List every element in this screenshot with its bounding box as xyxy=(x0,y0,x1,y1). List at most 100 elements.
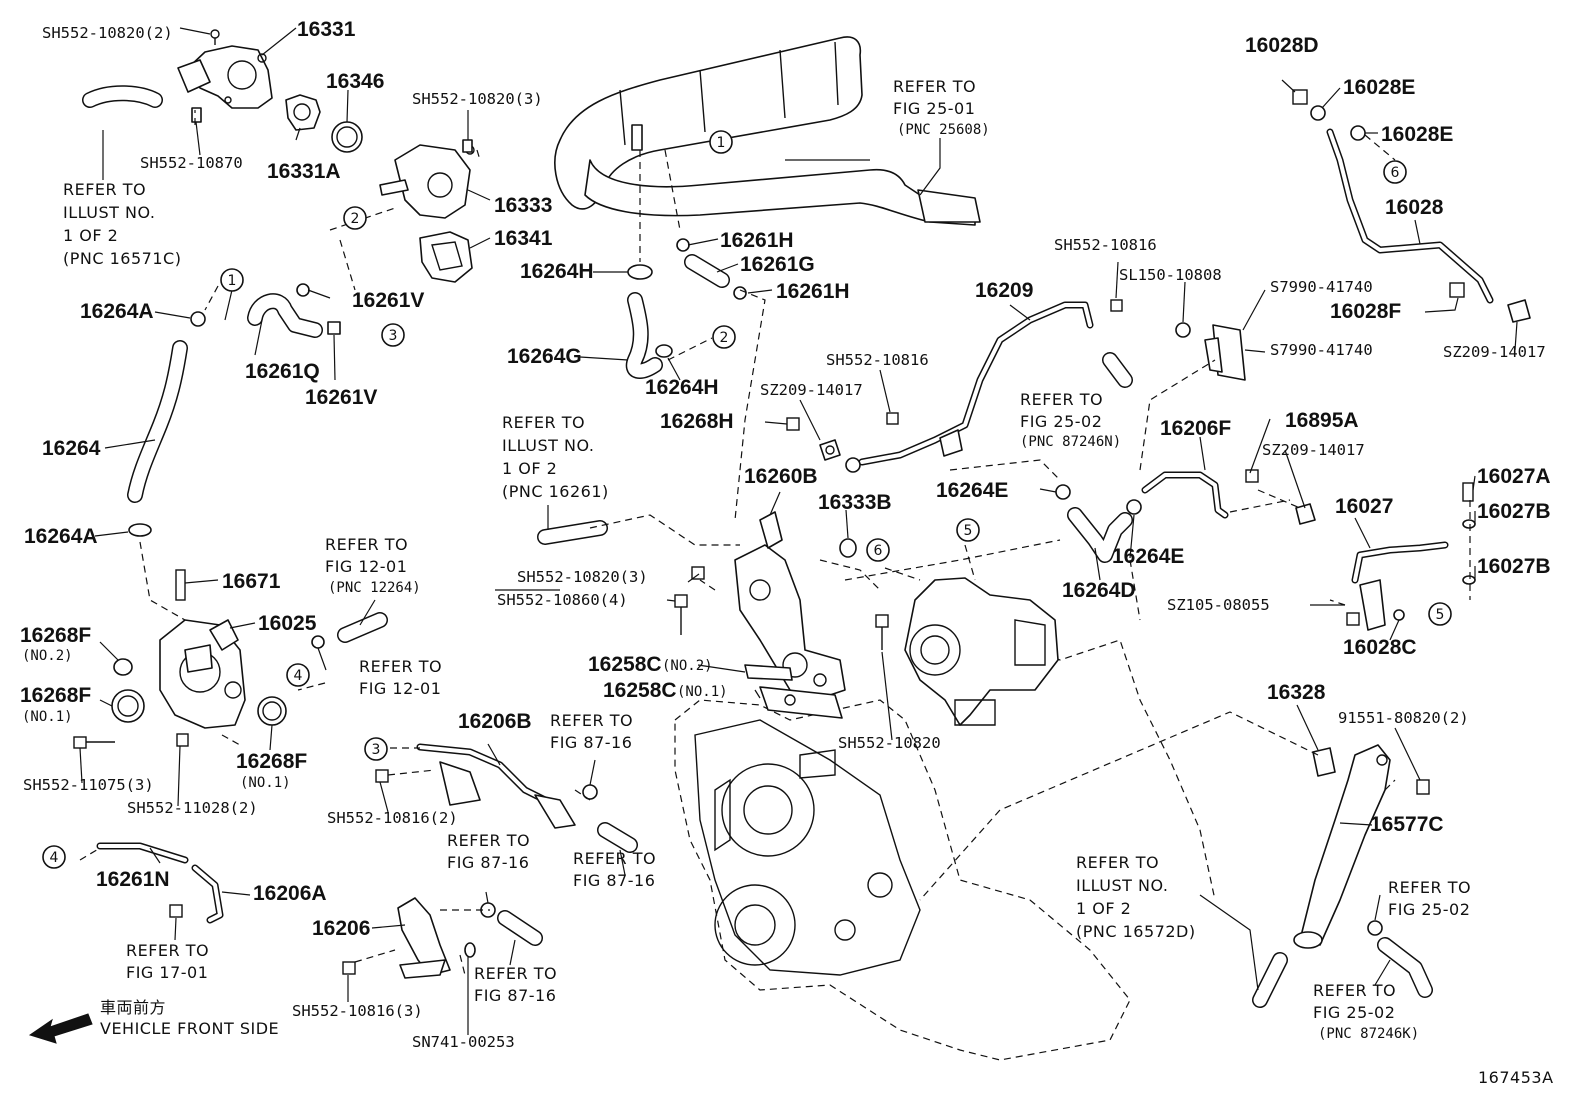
diagram-id: 167453A xyxy=(1478,1068,1554,1087)
label-16206a: 16206A xyxy=(253,882,327,905)
label-sh552-10816-b: SH552-10816 xyxy=(1054,236,1157,254)
callout-circle-3b: 3 xyxy=(364,737,388,761)
label-16025: 16025 xyxy=(258,612,317,635)
pipe-16209 xyxy=(858,301,1094,466)
hose-16261q xyxy=(247,293,323,338)
label-sh552-10820: SH552-10820 xyxy=(838,734,941,752)
refer-fig-12-01-a-pnc: (PNC 12264) xyxy=(328,580,421,596)
hose-16264d xyxy=(1067,507,1133,563)
water-outlet-16331 xyxy=(177,29,273,123)
hose-16264g xyxy=(625,292,663,379)
water-inlet-16333 xyxy=(379,139,475,219)
hose-refer-25-02-87246k xyxy=(1367,920,1433,998)
label-16577c: 16577C xyxy=(1370,813,1444,836)
bracket-16206 xyxy=(342,897,476,979)
label-16261n: 16261N xyxy=(96,868,170,891)
label-sh552-10870: SH552-10870 xyxy=(140,154,243,172)
label-sh552-11028-2: SH552-11028(2) xyxy=(127,799,258,817)
label-16268f-no2: 16268F xyxy=(20,624,91,647)
label-16261h-bottom: 16261H xyxy=(776,280,850,303)
bolt-sh552-10820-3b xyxy=(691,566,705,580)
svg-text:5: 5 xyxy=(1436,607,1445,623)
label-16028: 16028 xyxy=(1385,196,1444,219)
seal-16268f-no2 xyxy=(113,658,133,676)
clamp-16264h-bottom xyxy=(655,344,673,358)
label-16268f-right-qualifier: (NO.1) xyxy=(240,775,291,791)
label-16268f-right: 16268F xyxy=(236,750,307,773)
clamp-16261v-bottom xyxy=(327,321,341,335)
bracket-s7990-41740 xyxy=(1204,324,1246,381)
clamp-sz209-14017-c xyxy=(1507,299,1531,323)
label-s7990-41740-a: S7990-41740 xyxy=(1270,278,1373,296)
clamp-16264e-b xyxy=(1126,499,1142,515)
callout-circle-4a: 4 xyxy=(286,663,310,687)
hose-refer-16261 xyxy=(537,520,608,545)
refer-fig-25-01-pnc: (PNC 25608) xyxy=(897,122,990,138)
label-16264h-bottom: 16264H xyxy=(645,376,719,399)
label-16261v-top: 16261V xyxy=(352,289,424,312)
bolt-sh552-10820 xyxy=(875,614,889,650)
callout-circle-6b: 6 xyxy=(1383,160,1407,184)
gasket-16258c-no1 xyxy=(759,686,843,719)
clamp-16264a-bottom xyxy=(128,523,152,537)
refer-illust-16261: REFER TO ILLUST NO. 1 OF 2 (PNC 16261) xyxy=(502,413,609,501)
refer-to-notes: REFER TO ILLUST NO. 1 OF 2 (PNC 16571C) … xyxy=(63,77,1471,1042)
label-sh552-10820-2: SH552-10820(2) xyxy=(42,24,173,42)
hose-16261n xyxy=(96,842,189,864)
refer-fig-12-01-b: REFER TO FIG 12-01 xyxy=(359,657,448,698)
refer-fig-87-16-d: REFER TO FIG 87-16 xyxy=(474,964,563,1005)
label-16261g: 16261G xyxy=(740,253,815,276)
bolt-91551-80820 xyxy=(1416,779,1430,795)
label-16027: 16027 xyxy=(1335,495,1393,518)
label-sh552-10820-3b: SH552-10820(3) xyxy=(517,568,648,586)
label-sz209-14017-b: SZ209-14017 xyxy=(1262,441,1365,459)
callout-circle-3a: 3 xyxy=(381,323,405,347)
front-arrow-icon xyxy=(28,1013,93,1044)
label-16028c: 16028C xyxy=(1343,636,1417,659)
svg-text:3: 3 xyxy=(389,328,398,344)
label-16268f-no1-qualifier: (NO.1) xyxy=(22,709,73,725)
label-16331a: 16331A xyxy=(267,160,341,183)
svg-text:2: 2 xyxy=(720,330,729,346)
svg-text:4: 4 xyxy=(294,668,303,684)
refer-fig-25-02-87246k-pnc: (PNC 87246K) xyxy=(1318,1026,1419,1042)
label-16206: 16206 xyxy=(312,917,370,940)
label-sn741-00253: SN741-00253 xyxy=(412,1033,515,1051)
oring-16028c xyxy=(1393,609,1405,621)
svg-text:6: 6 xyxy=(1391,165,1400,181)
label-16206f: 16206F xyxy=(1160,417,1231,440)
label-sh552-10820-3: SH552-10820(3) xyxy=(412,90,543,108)
water-pump-16025 xyxy=(159,619,246,729)
label-91551-80820-2: 91551-80820(2) xyxy=(1338,709,1469,727)
callout-circles: 1 1 2 2 3 3 4 4 5 5 6 6 xyxy=(42,130,1452,869)
label-16258c-no2-qualifier: (NO.2) xyxy=(662,658,713,674)
hose-refer-16571c xyxy=(82,85,163,108)
callout-circle-6a: 6 xyxy=(866,538,890,562)
union-16028d xyxy=(1292,89,1308,105)
svg-text:5: 5 xyxy=(964,523,973,539)
label-16027b-a: 16027B xyxy=(1477,500,1551,523)
gasket-16346 xyxy=(331,121,363,153)
hose-refer-87-16-bottom xyxy=(480,902,543,946)
label-16895a: 16895A xyxy=(1285,409,1359,432)
bolt-16027a xyxy=(1462,482,1474,502)
refer-fig-87-16-b: REFER TO FIG 87-16 xyxy=(447,831,536,872)
clamp-16264e-a xyxy=(1055,484,1071,500)
clamp-16261h-top xyxy=(676,238,690,252)
hose-refer-25-02-87246n xyxy=(1102,352,1133,388)
label-sh552-11075-3: SH552-11075(3) xyxy=(23,776,154,794)
label-sz209-14017-a: SZ209-14017 xyxy=(760,381,863,399)
svg-text:1: 1 xyxy=(717,135,726,151)
label-16341: 16341 xyxy=(494,227,553,250)
label-s7990-41740-b: S7990-41740 xyxy=(1270,341,1373,359)
refer-fig-87-16-a: REFER TO FIG 87-16 xyxy=(550,711,639,752)
pipe-16577c xyxy=(1293,744,1391,949)
label-16261h-top: 16261H xyxy=(720,229,794,252)
gasket-16258c-no2 xyxy=(744,664,793,681)
bolt-sh552-11075 xyxy=(73,736,115,749)
label-16264e-a: 16264E xyxy=(936,479,1008,502)
bolt-16671 xyxy=(175,569,186,601)
pump-housing-right xyxy=(904,577,1059,726)
clamp-sz209-14017-a xyxy=(819,439,841,461)
bolt-16268h xyxy=(786,417,800,431)
